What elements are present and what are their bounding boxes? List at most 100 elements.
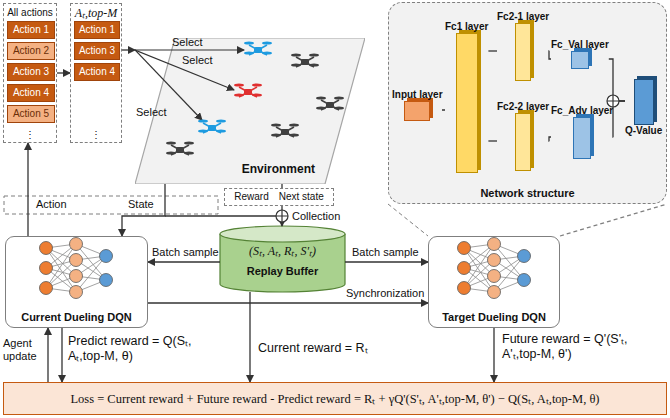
node-text: Action 4 <box>79 65 115 79</box>
connector <box>57 72 70 73</box>
edge-label: Batch sample <box>152 246 219 259</box>
connector <box>249 292 250 382</box>
node-text: Action 5 <box>13 107 49 121</box>
node-text: Action 1 <box>13 23 49 37</box>
node-text: Environment <box>242 162 315 176</box>
connector <box>148 261 220 262</box>
drone-rotor <box>309 53 319 56</box>
node-text: Next state <box>279 190 324 204</box>
environment-shape: Environment <box>135 38 365 184</box>
connector <box>122 49 135 50</box>
connector <box>488 50 497 51</box>
layer-block: Fc2-1 layer <box>497 11 549 81</box>
action-box: Action 3 <box>7 63 55 81</box>
node-text: (Sₜ, Aₜ, Rₜ, S'ₜ) <box>249 242 316 259</box>
drone-icon <box>291 53 319 67</box>
layer-block: Fc_Val layer <box>551 39 609 69</box>
action-box: Action 4 <box>7 84 55 102</box>
replay-buffer: (Sₜ, Aₜ, Rₜ, S'ₜ)Replay Buffer <box>220 226 345 292</box>
drone-body <box>281 129 289 135</box>
drone-rotor <box>244 51 254 54</box>
neuron <box>488 270 501 283</box>
action-box: Action 4 <box>74 63 120 81</box>
node-text: All actions <box>7 6 53 20</box>
connector <box>493 328 494 382</box>
drone-rotor <box>198 129 208 132</box>
edge-label: Predict reward = Q(Sₜ, Aₜ,top-M, θ) <box>68 334 218 364</box>
drone-icon <box>271 123 299 137</box>
neuron <box>458 242 471 255</box>
drone-icon <box>234 83 262 97</box>
drone-rotor <box>309 63 319 66</box>
drone-rotor <box>252 83 262 86</box>
neuron <box>40 282 53 295</box>
drone-rotor <box>166 141 176 144</box>
plus-circle <box>276 210 288 222</box>
node-text: Fc2-1 layer <box>497 11 549 23</box>
select-arrow <box>135 49 244 50</box>
node-text: Fc1 layer <box>445 21 488 33</box>
edge-label: Collection <box>292 210 340 223</box>
action-state-frame <box>4 196 218 214</box>
node-text: Action 2 <box>13 44 49 58</box>
connector <box>148 302 428 303</box>
drone-rotor <box>289 133 299 136</box>
layer-block <box>634 79 654 125</box>
neuron <box>40 262 53 275</box>
drone-rotor <box>262 51 272 54</box>
select-label: Select <box>136 106 167 119</box>
layer-block: Q-Value <box>625 79 662 137</box>
neuron <box>518 274 531 287</box>
layer-block: Fc2-2 layer <box>497 101 549 171</box>
node-text: Target Dueling DQN <box>442 311 546 323</box>
edge-label: Future reward = Q'(S'ₜ, A'ₜ,top-M, θ') <box>502 332 662 362</box>
zoom-line <box>388 204 428 236</box>
plus-sign <box>276 210 288 222</box>
edge-label: Batch sample <box>352 246 419 259</box>
connector <box>61 328 62 382</box>
action-box: Action 3 <box>74 42 120 60</box>
edge-label: Current reward = Rₜ <box>258 341 368 356</box>
node-text: Fc_Val layer <box>551 39 609 51</box>
loss-box: Loss = Current reward + Future reward - … <box>3 382 667 415</box>
network-panel-fill <box>388 2 667 204</box>
node-text: Action 1 <box>79 23 115 37</box>
action-box: Action 5 <box>7 105 55 123</box>
neuron <box>100 274 113 287</box>
drone-body <box>176 147 184 153</box>
connector <box>549 51 551 59</box>
node-text: ⋮ <box>91 128 101 142</box>
drone-rotor <box>216 119 226 122</box>
node-text: Current Dueling DQN <box>21 311 132 323</box>
layer-block: Input layer <box>392 89 443 121</box>
drone-rotor <box>271 123 281 126</box>
node-text: Q-Value <box>625 125 662 137</box>
drone-rotor <box>166 151 176 154</box>
neuron <box>70 270 83 283</box>
neuron <box>40 242 53 255</box>
drone-rotor <box>252 93 262 96</box>
drone-body <box>326 102 334 108</box>
neuron <box>70 286 83 299</box>
connector <box>560 204 667 236</box>
edge-label: Synchronization <box>346 287 424 300</box>
node-text: Action 3 <box>13 65 49 79</box>
layer-block <box>456 33 478 173</box>
action-box: Action 1 <box>74 21 120 39</box>
drone-rotor <box>234 93 244 96</box>
drone-rotor <box>316 96 326 99</box>
connector <box>345 261 428 262</box>
connector <box>549 137 551 141</box>
node-text: Aₜ,top-M <box>75 6 118 20</box>
drone-rotor <box>291 53 301 56</box>
drone-rotor <box>271 133 281 136</box>
select-label: Select <box>182 54 213 67</box>
node-text: Fc2-2 layer <box>497 101 549 113</box>
connector <box>47 328 48 382</box>
top-m-set-box: Aₜ,top-M ⋮ Action 1 Action 3 Action 4 <box>70 3 122 143</box>
drone-rotor <box>334 96 344 99</box>
dqn-box: Target Dueling DQN <box>428 236 560 328</box>
layer-block: Fc1 layer <box>445 21 488 173</box>
drone-rotor <box>244 41 254 44</box>
layer-block <box>515 113 531 171</box>
